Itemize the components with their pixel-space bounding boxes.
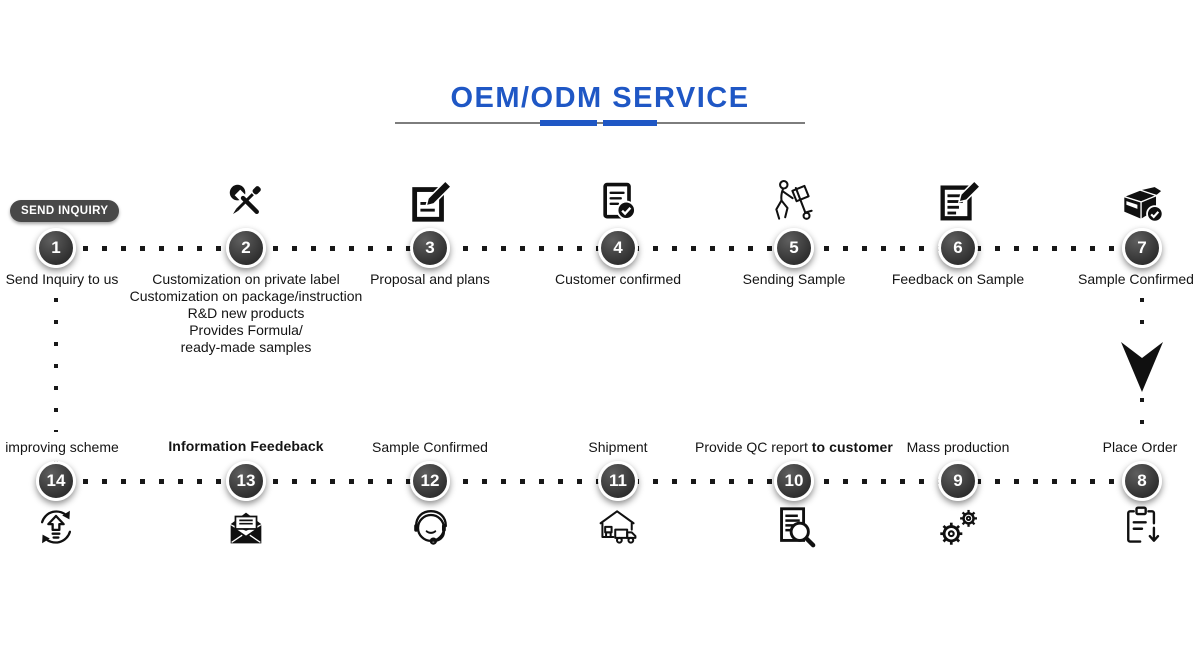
down-arrow-icon bbox=[1121, 342, 1163, 392]
envelope-icon bbox=[223, 508, 269, 548]
step-11-number: 11 bbox=[598, 461, 638, 501]
step-1-number: 1 bbox=[36, 228, 76, 268]
refresh-upgrade-icon bbox=[33, 504, 79, 550]
package-check-icon bbox=[1118, 180, 1166, 224]
step-8-label: Place Order bbox=[1102, 439, 1178, 455]
step-5-label: Sending Sample bbox=[742, 271, 846, 287]
document-check-icon bbox=[596, 180, 640, 224]
step-1-label: Send Inquiry to us bbox=[5, 271, 119, 287]
step-12-label: Sample Confirmed bbox=[372, 439, 488, 455]
step-3-number: 3 bbox=[410, 228, 450, 268]
step-9-label: Mass production bbox=[906, 439, 1010, 455]
gears-icon bbox=[935, 504, 981, 550]
step-6-label: Feedback on Sample bbox=[891, 271, 1025, 287]
title-underline-accent bbox=[603, 120, 657, 126]
warehouse-truck-icon bbox=[594, 504, 642, 548]
step-3-label: Proposal and plans bbox=[370, 271, 490, 287]
step-2-label: Customization on private label Customiza… bbox=[129, 271, 363, 355]
step-4-label: Customer confirmed bbox=[554, 271, 682, 287]
tools-icon bbox=[224, 179, 268, 223]
step-7-label: Sample Confirmed bbox=[1078, 271, 1194, 287]
headset-icon bbox=[407, 504, 453, 550]
send-inquiry-badge: SEND INQUIRY bbox=[10, 200, 120, 222]
step-2-number: 2 bbox=[226, 228, 266, 268]
step-8-number: 8 bbox=[1122, 461, 1162, 501]
title-underline bbox=[395, 122, 805, 124]
document-magnifier-icon bbox=[771, 504, 817, 550]
step-6-number: 6 bbox=[938, 228, 978, 268]
step-11-label: Shipment bbox=[588, 439, 648, 455]
step-10-number: 10 bbox=[774, 461, 814, 501]
step-12-number: 12 bbox=[410, 461, 450, 501]
dotted-connector-right bbox=[1140, 398, 1144, 432]
step-13-number: 13 bbox=[226, 461, 266, 501]
clipboard-down-icon bbox=[1120, 504, 1164, 548]
dotted-connector-right bbox=[1140, 298, 1144, 340]
step-4-number: 4 bbox=[598, 228, 638, 268]
dotted-connector-left bbox=[54, 298, 58, 432]
step-13-label: Information Feedeback bbox=[168, 438, 324, 454]
document-pencil-icon bbox=[935, 179, 982, 225]
step-14-label: improving scheme bbox=[5, 439, 119, 455]
step-7-number: 7 bbox=[1122, 228, 1162, 268]
dotted-connector-bottom bbox=[64, 479, 1128, 484]
title-underline-accent bbox=[540, 120, 597, 126]
dotted-connector-top bbox=[64, 246, 1128, 251]
delivery-person-icon bbox=[768, 178, 820, 224]
step-5-number: 5 bbox=[774, 228, 814, 268]
step-10-label: Provide QC report to customer bbox=[695, 439, 893, 455]
step-9-number: 9 bbox=[938, 461, 978, 501]
step-14-number: 14 bbox=[36, 461, 76, 501]
document-edit-icon bbox=[407, 179, 453, 225]
page-title: OEM/ODM SERVICE bbox=[450, 82, 750, 114]
